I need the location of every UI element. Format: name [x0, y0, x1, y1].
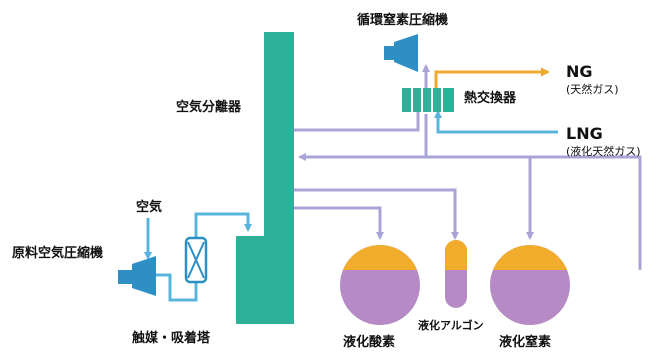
feed-compressor-icon [118, 256, 156, 296]
liquid-argon-tank [445, 240, 467, 308]
liquid-argon-label: 液化アルゴン [418, 319, 484, 332]
air-separator-label: 空気分離器 [176, 100, 242, 115]
air-separator-column [236, 32, 294, 324]
heat-exchanger-box [402, 88, 454, 112]
ng-sub-label: (天然ガス) [566, 83, 619, 96]
feed-compressor-label: 原料空気圧縮機 [12, 246, 104, 261]
liquid-oxygen-tank [340, 245, 420, 325]
adsorber-tower-icon [184, 236, 208, 284]
recycle-compressor-label: 循環窒素圧縮機 [357, 13, 449, 28]
blue-pipes [144, 50, 558, 302]
catalyst-adsorber-label: 触媒・吸着塔 [132, 331, 211, 346]
lng-sub-label: (液化天然ガス) [566, 145, 641, 158]
liquid-nitrogen-tank [490, 245, 570, 325]
purple-pipes [294, 64, 642, 270]
heat-exchanger-label: 熱交換器 [464, 91, 517, 106]
recycle-compressor-icon [384, 34, 418, 72]
lng-label: LNG [566, 124, 603, 143]
ng-label: NG [566, 62, 593, 81]
air-label: 空気 [136, 200, 163, 215]
liquid-nitrogen-label: 液化窒素 [499, 335, 552, 350]
liquid-oxygen-label: 液化酸素 [343, 335, 396, 350]
